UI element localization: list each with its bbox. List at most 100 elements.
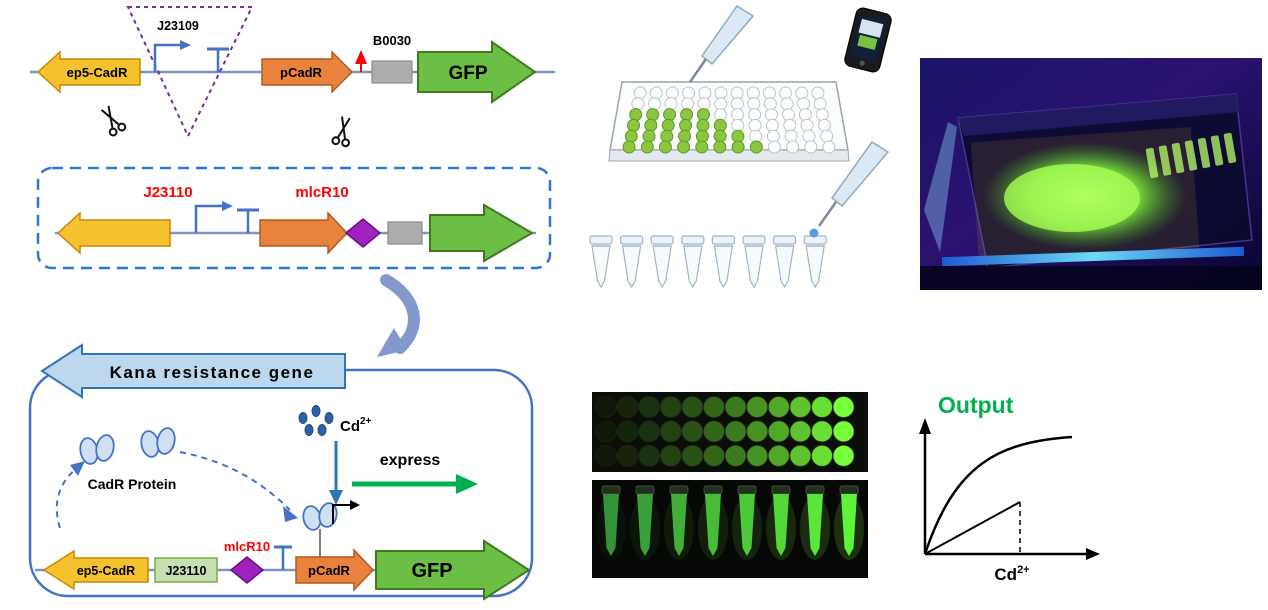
assay-well: [681, 444, 704, 467]
excision-triangle: [126, 6, 254, 139]
plate-well-empty: [648, 97, 661, 111]
microplate-wells: [622, 86, 836, 154]
tube-body: [683, 245, 703, 289]
plate-well-empty: [749, 129, 763, 143]
pcadr-promoter-arrow: [261, 50, 354, 94]
assay-well: [703, 396, 725, 418]
promoter-arrowhead: [180, 40, 191, 50]
transform-arrow: [377, 274, 420, 357]
j23110-label: J23110: [143, 184, 192, 201]
glowing-tube-cap: [771, 485, 791, 495]
plate-well-green: [679, 118, 693, 132]
glowing-tube-body: [807, 494, 823, 556]
insertion-site-marker: [355, 50, 367, 64]
assay-well: [832, 396, 855, 418]
assay-well: [681, 420, 704, 443]
plate-well-empty: [822, 140, 836, 154]
pcadr-promoter-arrow: [295, 548, 375, 592]
workflow-illustration: [589, 4, 892, 289]
ep5-cadr-gene-arrow: [42, 549, 149, 591]
tube-body: [713, 245, 734, 289]
tube-cap: [711, 235, 736, 245]
left-rim-light: [924, 122, 957, 252]
glowing-tube-body: [841, 494, 857, 556]
plate-well-green: [646, 108, 660, 122]
tube-cap: [681, 235, 705, 245]
plate-well-empty: [649, 86, 663, 100]
transcription-arrowhead: [350, 500, 360, 510]
terminator-icon: [237, 208, 259, 233]
gel-comb-tooth: [1223, 132, 1237, 164]
gfp-label: GFP: [448, 63, 487, 84]
assay-well: [659, 420, 682, 443]
cadr-protein-label: CadR Protein: [88, 476, 177, 492]
assay-well: [595, 420, 617, 443]
cd-superscript: 2+: [1017, 564, 1030, 576]
ep5-cadr-label: ep5-CadR: [77, 564, 135, 578]
gfp-gene-arrow: [417, 40, 537, 104]
transform-arrowhead: [377, 328, 407, 357]
plate-well-empty: [764, 108, 778, 122]
plate-well-empty: [730, 97, 744, 111]
glowing-tube-cap: [737, 485, 757, 495]
transcription-start-arrow: [332, 504, 350, 524]
kana-gene-arrow: [40, 343, 346, 399]
plate-well-empty: [765, 118, 779, 132]
cd-symbol: Cd: [994, 565, 1017, 584]
plate-well-empty: [802, 129, 816, 143]
plate-well-empty: [783, 118, 797, 132]
b0030-label: B0030: [373, 33, 411, 48]
plate-well-empty: [786, 140, 800, 154]
results-photos: [592, 392, 868, 578]
fluorescent-gel-core: [1004, 164, 1140, 232]
plate-well-empty: [714, 86, 728, 100]
binding-dashed-arrow: [179, 451, 291, 511]
assay-well: [724, 444, 747, 467]
plate-well-empty: [763, 97, 777, 111]
assay-well: [638, 444, 661, 467]
plate-well-empty: [780, 97, 794, 111]
glowing-tube-body: [739, 494, 755, 556]
graph-title: Output: [938, 392, 1014, 418]
plate-well-empty: [665, 86, 679, 100]
plate-well-green: [677, 140, 691, 154]
plate-well-green: [642, 129, 656, 143]
gel-comb-tooth: [1184, 140, 1198, 171]
cadmium-label: Cd2+: [340, 416, 372, 435]
plate-well-green: [627, 118, 640, 132]
plate-well-empty: [798, 108, 812, 122]
blue-light-strip: [941, 246, 1245, 267]
cd-superscript: 2+: [360, 416, 372, 427]
cd-symbol: Cd: [340, 418, 360, 435]
promoter-arrow-j23109: [153, 43, 180, 72]
mlcr10-diamond: [229, 556, 265, 584]
pipette-icon: [817, 140, 890, 227]
pipette-icon: [688, 4, 755, 83]
assay-well: [724, 420, 747, 443]
assay-well: [832, 444, 855, 467]
assay-well: [767, 396, 790, 418]
assay-well: [724, 396, 747, 418]
tube-body: [591, 245, 611, 289]
glowing-tube-cap: [669, 485, 689, 495]
cadr-protein-dimer: [79, 434, 115, 465]
plasmid-circuit: Kana resistance gene CadR Protein Cd2+ e…: [28, 343, 534, 601]
plate-well-green: [713, 140, 727, 154]
plate-well-green: [644, 118, 658, 132]
plate-well-empty: [795, 86, 809, 100]
assay-well: [746, 420, 769, 443]
promoter-arrowhead: [222, 201, 233, 211]
plate-well-empty: [767, 140, 781, 154]
plate-well-empty: [698, 86, 712, 100]
terminator-icon: [207, 47, 229, 72]
gfp-gene-arrow: [429, 203, 534, 263]
plate-well-empty: [813, 97, 827, 111]
plate-well-empty: [800, 118, 814, 132]
j23109-label: J23109: [157, 19, 199, 33]
assay-well: [789, 444, 812, 467]
glowing-tube-body: [671, 494, 687, 556]
assay-well: [789, 396, 812, 418]
pcadr-label: pCadR: [308, 563, 351, 578]
assay-well: [638, 396, 661, 418]
